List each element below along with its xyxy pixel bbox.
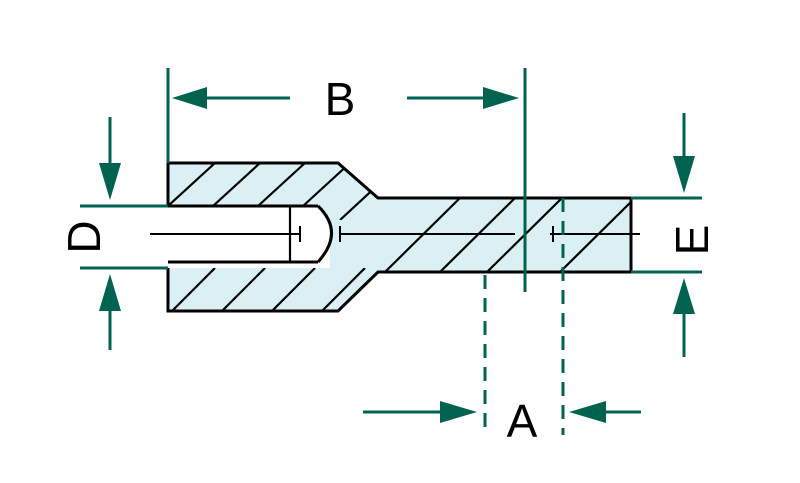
center-lines [150,226,640,242]
dimension-a [363,198,641,435]
slot-rounded-end [316,204,333,264]
arrow-b-right [483,87,519,109]
dimension-b [166,68,527,292]
arrow-a-left [440,401,477,423]
label-e: E [666,225,718,256]
arrow-a-right [569,401,606,423]
arrow-b-left [172,87,207,109]
part-fill [168,163,631,311]
dimension-e [631,113,702,357]
arrow-d-top [99,163,121,200]
label-b: B [325,73,356,125]
slot-end-fill [290,206,332,262]
arrow-e-top [673,156,695,193]
label-a: A [507,395,538,447]
label-d: D [58,220,110,253]
arrow-d-bottom [99,274,121,311]
arrow-e-bottom [673,278,695,314]
bottom-jaw-fill [168,268,378,311]
dimension-d [80,117,168,350]
